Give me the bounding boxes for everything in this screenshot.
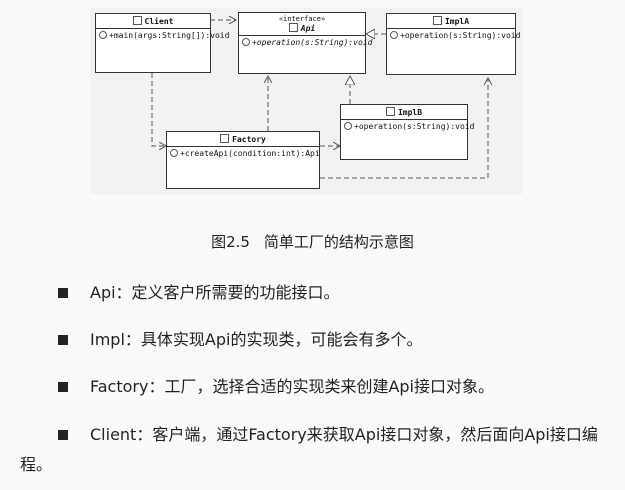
- client-class-header: Client: [96, 14, 210, 29]
- list-item-text: Client：客户端，通过Factory来获取Api接口对象，然后面向Api接口…: [20, 425, 598, 474]
- factory-method: +createApi(condition:int):Api: [180, 149, 320, 158]
- class-icon: [385, 107, 395, 116]
- impla-class-methods: +operation(s:String):void: [387, 29, 520, 42]
- api-interface-name: Api: [300, 24, 316, 33]
- method-visibility-icon: [99, 31, 107, 39]
- api-interface-methods: +operation(s:String):void: [239, 36, 372, 49]
- class-icon: [432, 16, 442, 25]
- api-interface-box: «interface» Api +operation(s:String):voi…: [238, 12, 372, 74]
- list-item: Factory：工厂，选择合适的实现类来创建Api接口对象。: [20, 372, 610, 402]
- interface-icon: [288, 23, 298, 32]
- implb-class-header: ImplB: [341, 105, 467, 120]
- api-stereotype: «interface»: [278, 15, 326, 23]
- square-bullet-icon: [58, 382, 68, 392]
- client-class-name: Client: [144, 17, 174, 26]
- implb-class-name: ImplB: [397, 108, 423, 117]
- factory-class-box: Factory +createApi(condition:int):Api: [166, 131, 320, 189]
- impla-class-name: ImplA: [444, 17, 470, 26]
- client-factory-dependency: [151, 73, 166, 146]
- list-item: Api：定义客户所需要的功能接口。: [20, 278, 610, 308]
- method-visibility-icon: [344, 122, 352, 130]
- api-method: +operation(s:String):void: [252, 38, 373, 47]
- api-interface-header: «interface» Api: [239, 13, 365, 36]
- list-item: Impl：具体实现Api的实现类，可能会有多个。: [20, 325, 610, 355]
- impla-class-box: ImplA +operation(s:String):void: [386, 13, 520, 75]
- implb-class-box: ImplB +operation(s:String):void: [340, 104, 474, 160]
- square-bullet-icon: [58, 288, 68, 298]
- figure-caption: 图2.5 简单工厂的结构示意图: [0, 231, 625, 252]
- class-icon: [132, 16, 142, 25]
- list-item: Client：客户端，通过Factory来获取Api接口对象，然后面向Api接口…: [20, 420, 610, 480]
- client-method: +main(args:String[]):void: [109, 31, 230, 40]
- factory-class-methods: +createApi(condition:int):Api: [167, 147, 320, 160]
- method-visibility-icon: [170, 149, 178, 157]
- square-bullet-icon: [58, 335, 68, 345]
- diagram-connectors: [151, 0, 625, 179]
- impla-class-header: ImplA: [387, 14, 515, 29]
- figure-number: 图2.5: [211, 233, 250, 251]
- factory-impla-dependency: [320, 78, 488, 179]
- method-visibility-icon: [242, 38, 250, 46]
- client-class-box: Client +main(args:String[]):void: [95, 13, 229, 73]
- list-item-text: Impl：具体实现Api的实现类，可能会有多个。: [90, 330, 423, 349]
- factory-class-name: Factory: [232, 135, 266, 144]
- factory-class-header: Factory: [167, 132, 319, 147]
- list-item-text: Api：定义客户所需要的功能接口。: [90, 283, 340, 302]
- implb-class-methods: +operation(s:String):void: [341, 120, 474, 133]
- client-class-methods: +main(args:String[]):void: [96, 29, 229, 42]
- square-bullet-icon: [58, 430, 68, 440]
- impla-method: +operation(s:String):void: [400, 31, 521, 40]
- class-icon: [220, 134, 230, 143]
- list-item-text: Factory：工厂，选择合适的实现类来创建Api接口对象。: [90, 377, 494, 396]
- figure-title: 简单工厂的结构示意图: [263, 233, 414, 251]
- method-visibility-icon: [390, 31, 398, 39]
- implb-method: +operation(s:String):void: [354, 122, 475, 131]
